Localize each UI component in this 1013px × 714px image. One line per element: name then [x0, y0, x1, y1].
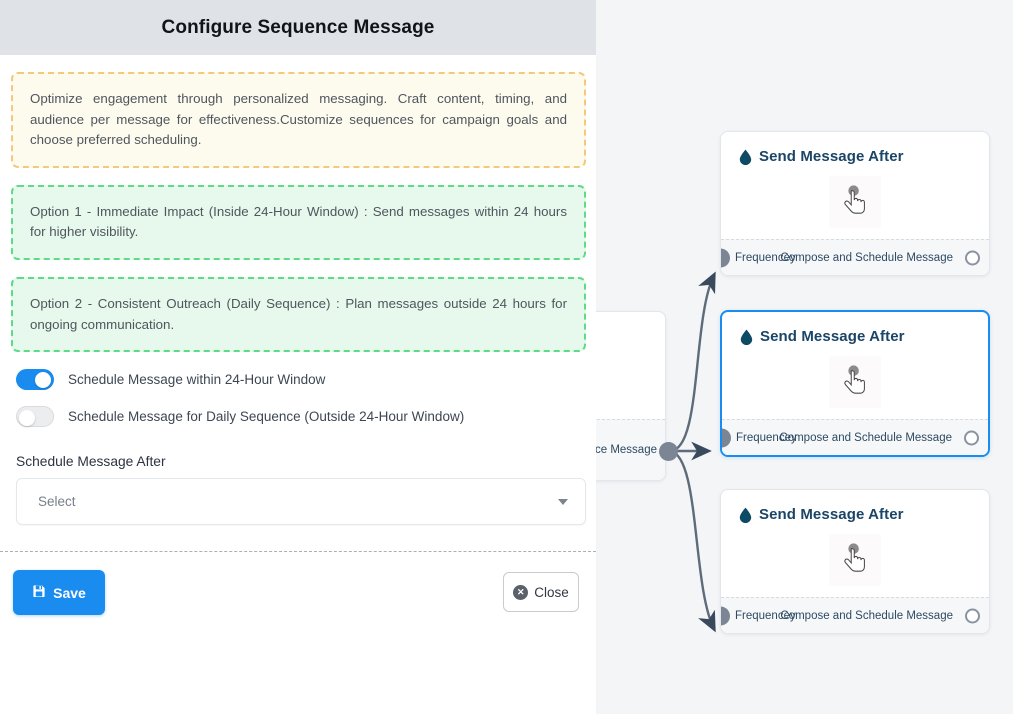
close-button-label: Close — [534, 584, 569, 600]
node-input-port-2[interactable] — [722, 428, 731, 447]
flow-canvas[interactable]: ce Message Send Message After — [596, 0, 1013, 714]
node-title-row-1: Send Message After — [721, 132, 989, 165]
node-footer-left-1: Frequencey — [735, 251, 796, 264]
node-output-port-2[interactable] — [964, 430, 979, 445]
node-footer-right-1: Compose and Schedule Message — [780, 251, 953, 264]
source-node-body — [596, 312, 665, 419]
page-title: Configure Sequence Message — [161, 16, 435, 38]
tap-hand-cursor-icon — [829, 176, 881, 228]
info-callout-option-2: Option 2 - Consistent Outreach (Daily Se… — [11, 277, 586, 353]
node-footer-left-3: Frequencey — [735, 609, 796, 622]
toggle-label-daily-sequence: Schedule Message for Daily Sequence (Out… — [68, 409, 465, 425]
node-body-3 — [721, 523, 989, 597]
flow-node-send-message-after-2[interactable]: Send Message After Frequencey Compose an… — [720, 310, 990, 457]
edge-to-node-3 — [669, 449, 716, 633]
schedule-message-after-label: Schedule Message After — [16, 454, 166, 470]
save-button-label: Save — [53, 584, 86, 601]
node-output-port-1[interactable] — [965, 250, 980, 265]
node-input-port-1[interactable] — [721, 248, 730, 267]
schedule-message-after-select[interactable]: Select — [16, 478, 586, 526]
configure-sequence-panel: Configure Sequence Message Optimize enga… — [0, 0, 596, 714]
toggle-schedule-daily-sequence[interactable] — [16, 406, 54, 428]
water-drop-icon — [739, 507, 752, 523]
source-node-footer-label: ce Message — [596, 419, 665, 480]
flow-node-send-message-after-3[interactable]: Send Message After Frequencey Compose an… — [720, 489, 990, 634]
node-footer-2: Frequencey Compose and Schedule Message — [722, 419, 988, 455]
node-footer-3: Frequencey Compose and Schedule Message — [721, 597, 989, 633]
chevron-down-icon — [558, 498, 568, 505]
node-title-text-3: Send Message After — [759, 506, 904, 523]
select-value: Select — [38, 494, 76, 510]
node-title-text-2: Send Message After — [760, 328, 905, 345]
node-output-port-3[interactable] — [965, 608, 980, 623]
panel-footer: Save ✕ Close — [0, 552, 596, 714]
toggle-row-within-24h: Schedule Message within 24-Hour Window — [16, 369, 586, 391]
node-footer-right-2: Compose and Schedule Message — [779, 431, 952, 444]
toggle-row-daily-sequence: Schedule Message for Daily Sequence (Out… — [16, 406, 586, 428]
toggle-knob — [35, 371, 51, 388]
node-title-row-2: Send Message After — [722, 312, 988, 345]
water-drop-icon — [739, 149, 752, 165]
tap-hand-cursor-icon — [829, 534, 881, 586]
node-footer-left-2: Frequencey — [736, 431, 797, 444]
node-input-port-3[interactable] — [721, 606, 730, 625]
save-button[interactable]: Save — [13, 570, 105, 615]
panel-body: Optimize engagement through personalized… — [0, 55, 596, 526]
toggle-knob — [19, 409, 35, 426]
water-drop-icon — [740, 329, 753, 345]
toggle-schedule-within-24h[interactable] — [16, 369, 54, 391]
toggle-label-within-24h: Schedule Message within 24-Hour Window — [68, 372, 326, 388]
source-output-port[interactable] — [659, 442, 678, 461]
flow-node-send-message-after-1[interactable]: Send Message After Frequencey Compose an… — [720, 131, 990, 276]
flow-node-source[interactable]: ce Message — [596, 311, 666, 481]
info-callout-option-1: Option 1 - Immediate Impact (Inside 24-H… — [11, 184, 586, 261]
node-body-1 — [721, 165, 989, 239]
save-floppy-icon — [32, 584, 46, 601]
tap-hand-cursor-icon — [829, 356, 881, 408]
node-footer-right-3: Compose and Schedule Message — [780, 609, 953, 622]
info-callout-overview: Optimize engagement through personalized… — [11, 72, 586, 168]
close-button[interactable]: ✕ Close — [503, 572, 579, 612]
footer-divider — [0, 551, 596, 552]
close-circle-icon: ✕ — [513, 584, 529, 600]
edge-to-node-1 — [669, 271, 716, 453]
panel-header: Configure Sequence Message — [0, 0, 596, 55]
node-footer-1: Frequencey Compose and Schedule Message — [721, 239, 989, 275]
node-title-text-1: Send Message After — [759, 148, 904, 165]
node-body-2 — [722, 345, 988, 419]
node-title-row-3: Send Message After — [721, 490, 989, 523]
